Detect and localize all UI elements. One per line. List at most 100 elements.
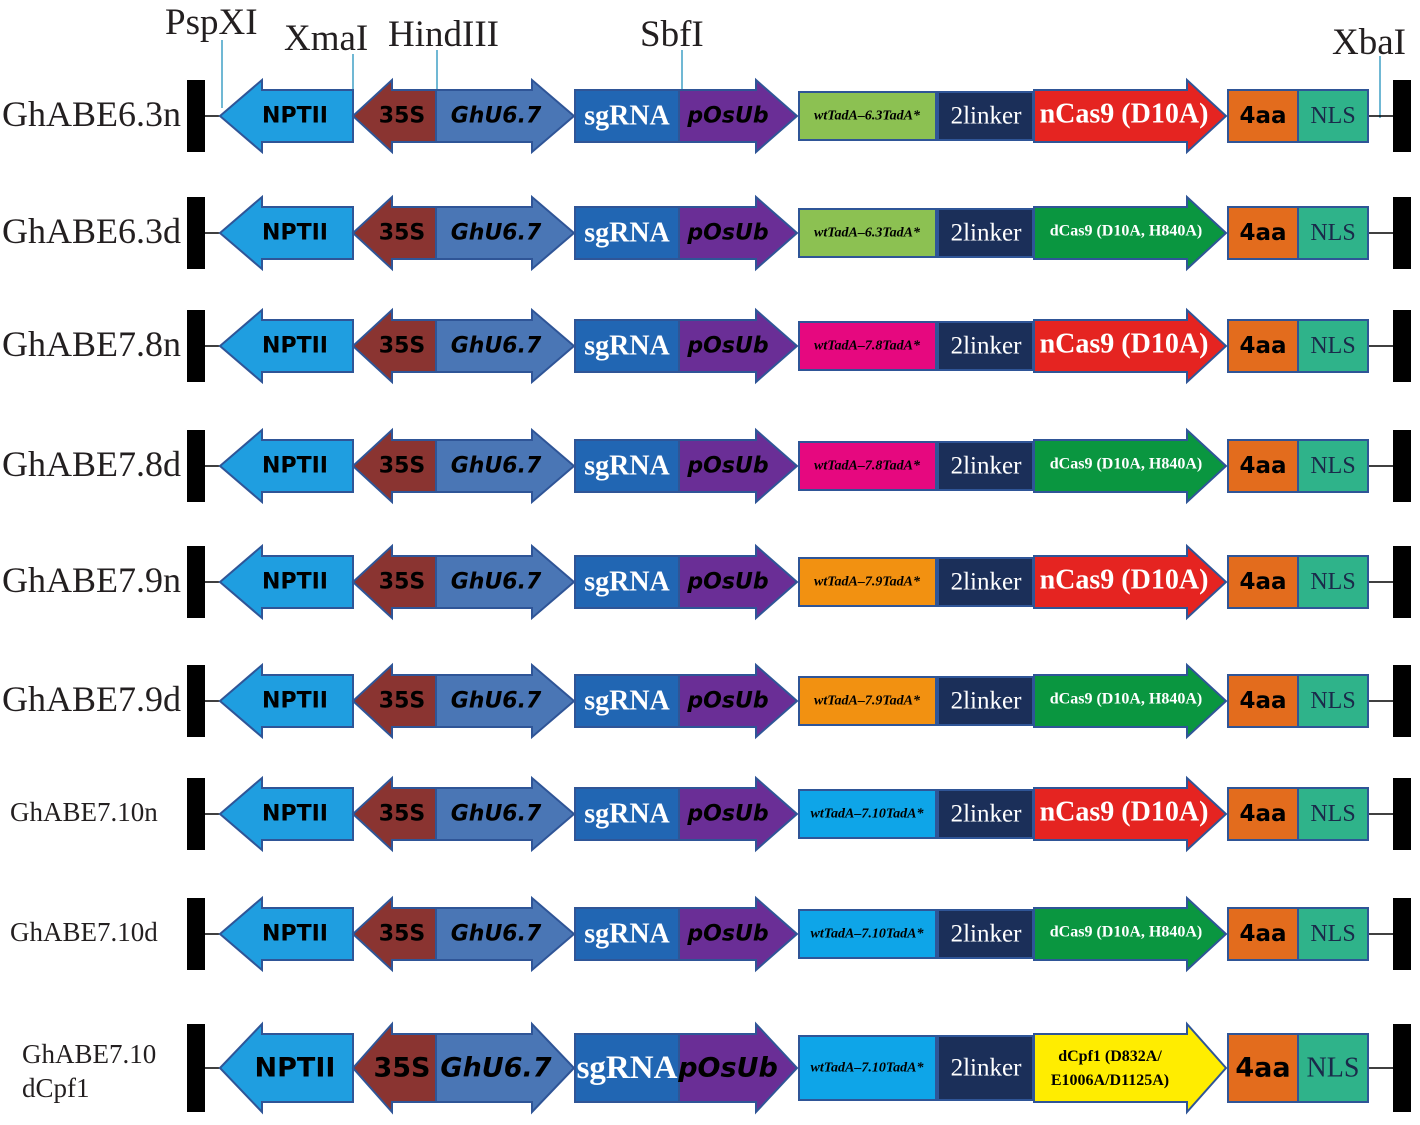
nls-label: NLS [1310, 220, 1355, 246]
nls-label: NLS [1310, 801, 1355, 827]
posub-promoter-label: pOsUb [686, 570, 768, 595]
aa4-label: 4aa [1239, 921, 1286, 947]
linker-box [937, 1035, 1034, 1101]
construct-name: GhABE7.9n [2, 560, 181, 600]
linker-label: 2linker [951, 103, 1022, 130]
right-border-bar [1393, 778, 1411, 850]
construct-name: GhABE7.10n [10, 797, 158, 827]
left-border-bar [187, 778, 205, 850]
construct-name: GhABE7.10d [10, 917, 158, 947]
sgrna-label: sgRNA [584, 919, 670, 950]
aa4-label: 4aa [1239, 569, 1286, 595]
cas-label: nCas9 (D10A) [1040, 329, 1209, 360]
promoter-35s-label: 35S [379, 454, 425, 479]
right-border-bar [1393, 898, 1411, 970]
tada-domain-box [798, 557, 937, 607]
left-border-bar [187, 310, 205, 382]
sgrna-box [574, 787, 680, 841]
linker-label: 2linker [951, 453, 1022, 480]
nls-label: NLS [1310, 569, 1355, 595]
tada-domain-label: wtTadA–6.3TadA* [814, 109, 921, 124]
aa4-box [1227, 89, 1299, 143]
ghu6-promoter-label: GhU6.7 [451, 689, 542, 714]
xmai-site-label: XmaI [284, 18, 368, 59]
ghu6-promoter-arrow [435, 77, 576, 155]
linker-label: 2linker [951, 801, 1022, 828]
construct-name: GhABE7.9d [2, 679, 181, 719]
posub-promoter-label: pOsUb [686, 221, 768, 246]
tada-domain-box [798, 909, 937, 959]
linker-box [937, 441, 1034, 491]
ghu6-promoter-arrow [435, 194, 576, 272]
ghu6-promoter-arrow [435, 1021, 576, 1115]
nls-box [1297, 206, 1369, 260]
linker-label: 2linker [951, 921, 1022, 948]
ghu6-promoter-label: GhU6.7 [451, 922, 542, 947]
posub-promoter-arrow [678, 1021, 799, 1115]
linker-label: 2linker [951, 688, 1022, 715]
sgrna-label: sgRNA [584, 218, 670, 249]
tada-domain-box [798, 789, 937, 839]
right-border-bar [1393, 665, 1411, 737]
posub-promoter-label: pOsUb [686, 922, 768, 947]
sbfi-site-label: SbfI [640, 14, 704, 55]
tada-domain-label: wtTadA–6.3TadA* [814, 226, 921, 241]
linker-label: 2linker [951, 1055, 1022, 1082]
posub-promoter-arrow [678, 662, 799, 740]
aa4-box [1227, 674, 1299, 728]
linker-label: 2linker [951, 220, 1022, 247]
nls-box [1297, 555, 1369, 609]
promoter-35s-label: 35S [379, 570, 425, 595]
nls-box [1297, 787, 1369, 841]
nptii-label: NPTII [255, 1053, 336, 1084]
linker-label: 2linker [951, 333, 1022, 360]
promoter-35s-label: 35S [379, 689, 425, 714]
ghu6-promoter-arrow [435, 895, 576, 973]
hindiii-site-label: HindIII [388, 14, 499, 55]
promoter-35s-label: 35S [379, 802, 425, 827]
left-border-bar [187, 1024, 205, 1112]
tada-domain-box [798, 1035, 937, 1101]
aa4-label: 4aa [1239, 220, 1286, 246]
right-border-bar [1393, 546, 1411, 618]
nptii-label: NPTII [262, 454, 328, 479]
nls-box [1297, 439, 1369, 493]
nptii-label: NPTII [262, 570, 328, 595]
aa4-box [1227, 319, 1299, 373]
tada-domain-label: wtTadA–7.8TadA* [814, 339, 921, 354]
aa4-label: 4aa [1239, 688, 1286, 714]
right-border-bar [1393, 197, 1411, 269]
sgrna-box [574, 674, 680, 728]
dcpf1-arrow [1033, 1021, 1228, 1115]
ghu6-promoter-arrow [435, 662, 576, 740]
posub-promoter-arrow [678, 543, 799, 621]
nls-label: NLS [1310, 921, 1355, 947]
promoter-35s-label: 35S [373, 1053, 430, 1084]
sgrna-box [574, 319, 680, 373]
nptii-label: NPTII [262, 802, 328, 827]
ghu6-promoter-arrow [435, 307, 576, 385]
promoter-35s-label: 35S [379, 334, 425, 359]
posub-promoter-label: pOsUb [686, 689, 768, 714]
cas-label: nCas9 (D10A) [1040, 99, 1209, 130]
aa4-box [1227, 787, 1299, 841]
right-border-bar [1393, 310, 1411, 382]
sgrna-label: sgRNA [584, 799, 670, 830]
ghu6-promoter-arrow [435, 427, 576, 505]
tada-domain-label: wtTadA–7.8TadA* [814, 459, 921, 474]
linker-box [937, 557, 1034, 607]
left-border-bar [187, 80, 205, 152]
cas-label: nCas9 (D10A) [1040, 797, 1209, 828]
posub-promoter-arrow [678, 194, 799, 272]
nptii-label: NPTII [262, 221, 328, 246]
